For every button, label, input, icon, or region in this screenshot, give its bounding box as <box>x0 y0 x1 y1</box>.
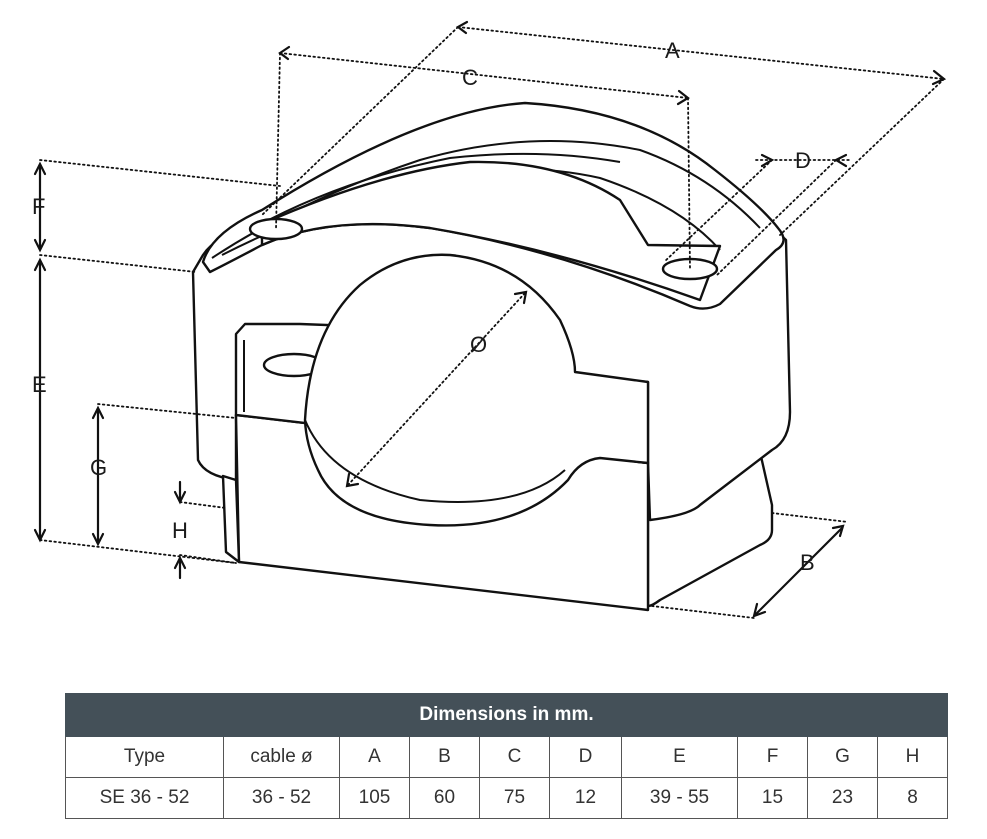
header-cell-f: F <box>737 736 808 778</box>
dim-g-arrow-bottom <box>91 532 105 547</box>
dim-f-arrow-top <box>33 161 47 176</box>
dim-h-arrow-bottom <box>173 555 187 570</box>
cell-h: 8 <box>876 777 949 819</box>
cell-f: 15 <box>737 777 808 819</box>
header-cell-h: H <box>876 736 949 778</box>
dim-b-line <box>754 526 844 616</box>
clamp-saddle-rib-3 <box>249 152 621 231</box>
table-row: SE 36 - 52 36 - 52 105 60 75 12 39 - 55 … <box>65 777 949 819</box>
cell-cable-diameter: 36 - 52 <box>223 777 340 819</box>
header-cell-type: Type <box>65 736 224 778</box>
clamp-left-edge <box>235 334 245 415</box>
dim-label-a: A <box>665 38 680 63</box>
dim-label-diameter: Ø <box>470 332 487 357</box>
cell-g: 23 <box>807 777 878 819</box>
dim-a-ext-right <box>779 78 945 236</box>
dim-b-ext-bottom <box>651 605 755 619</box>
dim-label-h: H <box>172 518 188 543</box>
header-cell-c: C <box>479 736 550 778</box>
dim-a-ext-left <box>261 26 459 216</box>
dim-c-ext-right <box>687 97 691 270</box>
dim-b-ext-top <box>771 512 849 523</box>
dim-h-ext-top <box>179 501 227 509</box>
dim-h-ext-bottom <box>179 554 237 564</box>
dim-label-c: C <box>462 65 478 90</box>
table-caption-row: Dimensions in mm. <box>64 693 949 737</box>
table-caption: Dimensions in mm. <box>64 693 949 737</box>
header-cell-cable-diameter: cable ø <box>223 736 340 778</box>
header-cell-g: G <box>807 736 878 778</box>
dim-f-arrow-bottom <box>33 238 47 253</box>
dim-d-ext-left <box>663 159 773 263</box>
dim-a-line <box>457 26 945 80</box>
dim-e-arrow-top <box>33 257 47 272</box>
cell-type: SE 36 - 52 <box>65 777 224 819</box>
dim-label-b: B <box>800 550 815 575</box>
cell-e: 39 - 55 <box>621 777 738 819</box>
dim-f-ext-top <box>39 159 281 187</box>
dim-h-arrow-top <box>173 490 187 505</box>
header-cell-a: A <box>339 736 410 778</box>
dim-b-arrow-bottom <box>752 602 767 618</box>
dim-diameter-arrow-top <box>513 290 528 305</box>
dim-diameter-arrow-bottom <box>345 472 360 488</box>
dimensions-table: Dimensions in mm. Type cable ø A B C D E… <box>64 693 949 819</box>
cell-a: 105 <box>339 777 410 819</box>
table-header-row: Type cable ø A B C D E F G H <box>65 736 949 778</box>
cable-bore-edge <box>304 419 566 503</box>
header-cell-d: D <box>549 736 622 778</box>
cell-b: 60 <box>409 777 480 819</box>
header-cell-b: B <box>409 736 480 778</box>
dim-label-e: E <box>32 372 47 397</box>
cell-c: 75 <box>479 777 550 819</box>
cell-d: 12 <box>549 777 622 819</box>
screw-hole-left <box>248 217 304 241</box>
dim-c-ext-left <box>275 52 281 230</box>
header-cell-e: E <box>621 736 738 778</box>
dim-c-line <box>279 52 689 99</box>
dim-label-f: F <box>32 194 45 219</box>
dim-label-g: G <box>90 455 107 480</box>
dim-b-arrow-top <box>831 524 845 538</box>
clamp-left-strip <box>221 474 241 564</box>
dim-e-ext-bottom <box>39 539 237 564</box>
dim-g-ext-top <box>97 403 237 419</box>
clamp-pocket <box>260 160 722 302</box>
screw-hole-right <box>661 257 719 281</box>
dim-label-d: D <box>795 148 811 173</box>
dim-f-ext-bottom <box>39 254 197 273</box>
dim-g-arrow-top <box>91 405 105 420</box>
dim-diameter-line <box>347 292 526 486</box>
cable-bore <box>303 253 650 527</box>
cable-cleat-diagram: A C D F E G H B Ø <box>32 20 947 619</box>
dim-d-ext-right <box>715 159 837 277</box>
